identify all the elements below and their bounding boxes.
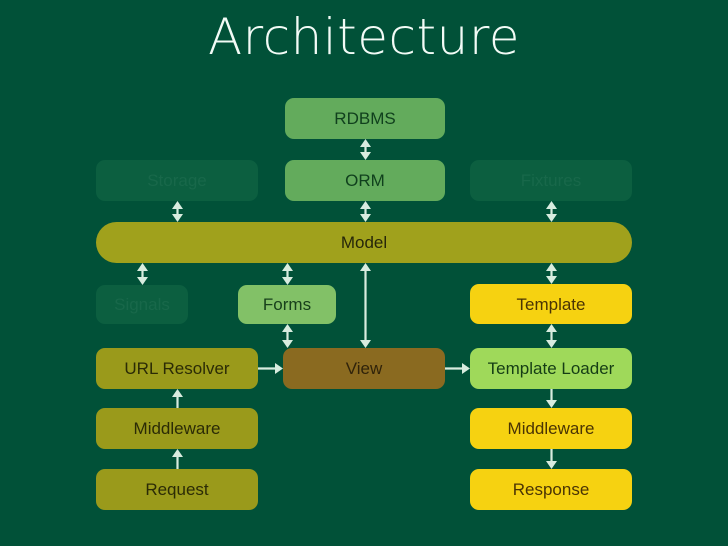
connector-forms-urlrow bbox=[281, 324, 294, 348]
node-storage: Storage bbox=[96, 160, 258, 201]
connector-request-middlewareleft bbox=[171, 449, 184, 469]
connector-view-templateloader bbox=[445, 362, 470, 375]
connector-model-view bbox=[359, 263, 372, 348]
node-model[interactable]: Model bbox=[96, 222, 632, 263]
node-url-resolver[interactable]: URL Resolver bbox=[96, 348, 258, 389]
node-template-loader[interactable]: Template Loader bbox=[470, 348, 632, 389]
connector-template-loader-link bbox=[545, 324, 558, 348]
connector-rdbms-orm bbox=[359, 139, 372, 160]
node-forms[interactable]: Forms bbox=[238, 285, 336, 324]
connector-templateloader-middleware bbox=[545, 389, 558, 408]
connector-middlewareleft-urlresolver bbox=[171, 389, 184, 408]
node-request[interactable]: Request bbox=[96, 469, 258, 510]
connector-model-forms bbox=[281, 263, 294, 285]
connector-model-template bbox=[545, 263, 558, 284]
page-title: Architecture bbox=[207, 8, 521, 66]
connector-orm-model bbox=[359, 201, 372, 222]
node-middleware-right[interactable]: Middleware bbox=[470, 408, 632, 449]
node-orm[interactable]: ORM bbox=[285, 160, 445, 201]
node-rdbms[interactable]: RDBMS bbox=[285, 98, 445, 139]
connector-storage-model bbox=[171, 201, 184, 222]
node-response[interactable]: Response bbox=[470, 469, 632, 510]
node-fixtures: Fixtures bbox=[470, 160, 632, 201]
connector-urlresolver-view bbox=[258, 362, 283, 375]
node-signals: Signals bbox=[96, 285, 188, 324]
connector-model-signals bbox=[136, 263, 149, 285]
node-middleware-left[interactable]: Middleware bbox=[96, 408, 258, 449]
connector-fixtures-model bbox=[545, 201, 558, 222]
node-template[interactable]: Template bbox=[470, 284, 632, 324]
node-view[interactable]: View bbox=[283, 348, 445, 389]
connector-middlewareright-response bbox=[545, 449, 558, 469]
